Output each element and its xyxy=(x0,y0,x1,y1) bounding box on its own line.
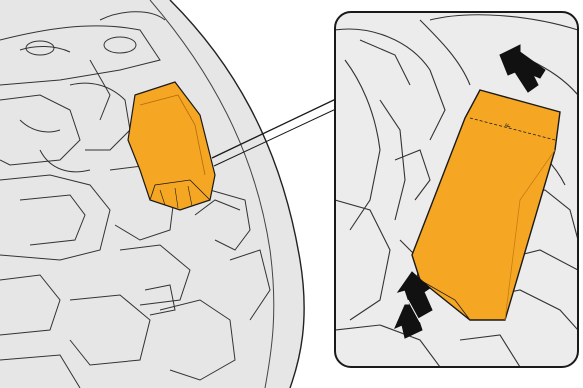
inset-panel: F xyxy=(335,12,578,367)
